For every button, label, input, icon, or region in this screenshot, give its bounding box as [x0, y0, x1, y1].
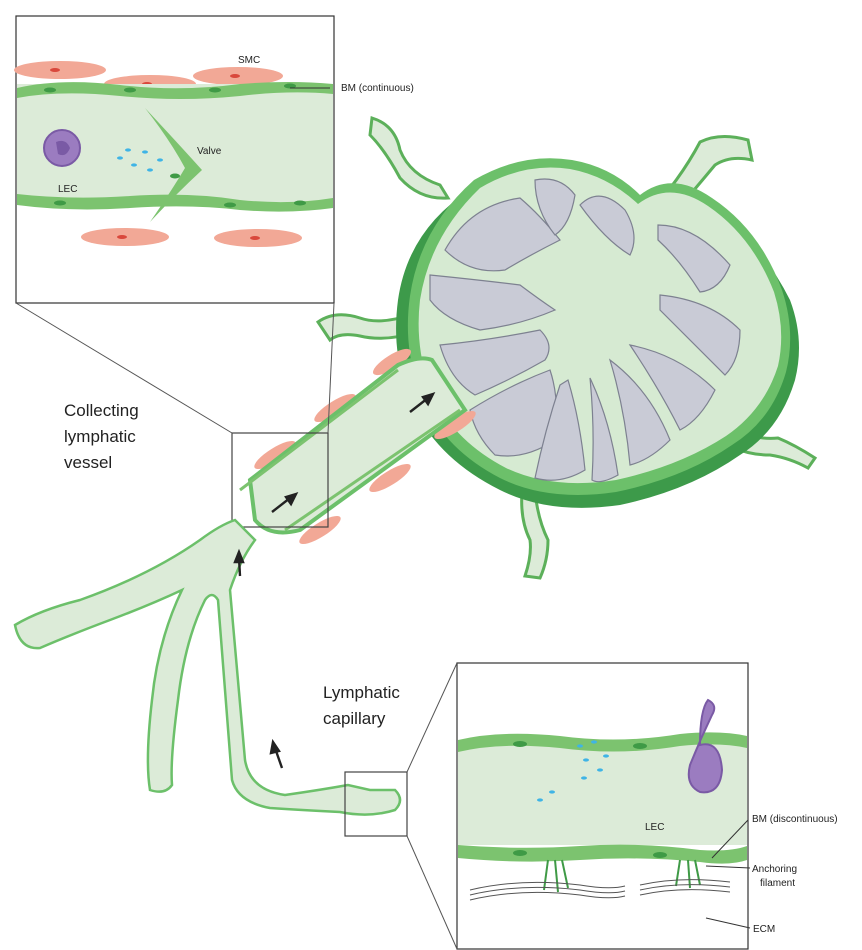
- label-ecm: ECM: [753, 924, 775, 935]
- label-capillary-2: capillary: [323, 709, 386, 728]
- capillary-branches: [15, 520, 400, 815]
- inset-collecting: SMC BM (continuous) Valve LEC: [14, 16, 414, 433]
- label-filament: filament: [760, 878, 795, 889]
- label-anchoring: Anchoring: [752, 864, 797, 875]
- label-collecting-3: vessel: [64, 453, 112, 472]
- inset-capillary: LEC BM (discontinuous) Anchoring filamen…: [407, 663, 838, 949]
- label-valve: Valve: [197, 146, 222, 157]
- label-smc: SMC: [238, 55, 260, 66]
- label-lec-top: LEC: [58, 184, 77, 195]
- label-bm-continuous: BM (continuous): [341, 83, 414, 94]
- label-capillary-1: Lymphatic: [323, 683, 400, 702]
- lymph-node: [318, 118, 815, 578]
- label-bm-discontinuous: BM (discontinuous): [752, 814, 838, 825]
- label-collecting-2: lymphatic: [64, 427, 136, 446]
- label-lec-bottom: LEC: [645, 822, 664, 833]
- label-collecting-1: Collecting: [64, 401, 139, 420]
